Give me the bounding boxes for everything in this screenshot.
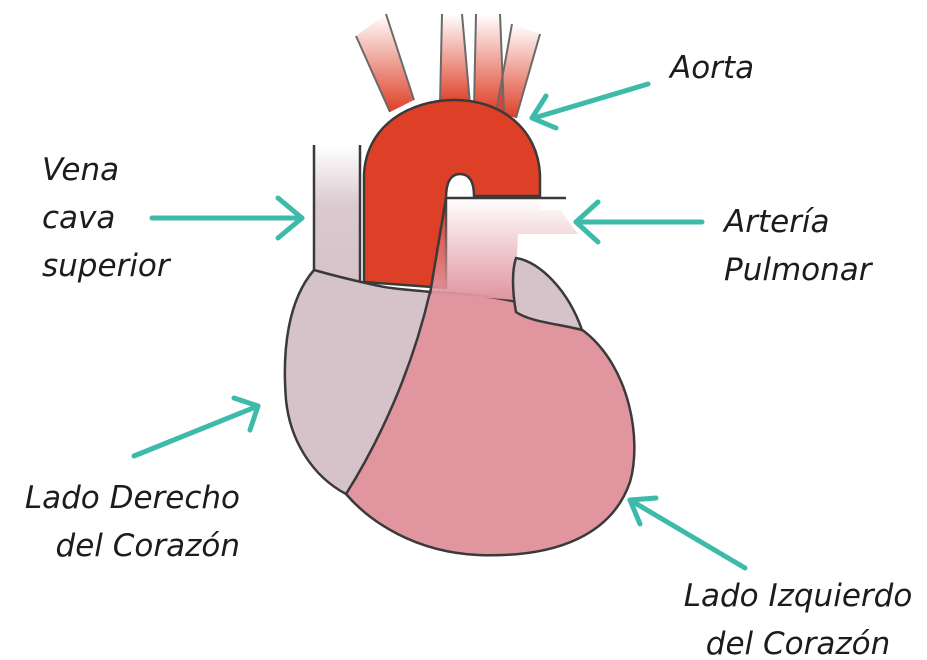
label-vena-cava: Vena cava superior	[42, 146, 170, 290]
vena-cava-shape	[314, 145, 360, 282]
label-pulmonary-artery-line2: Pulmonar	[724, 246, 872, 294]
label-right-side: Lado Derecho del Corazón	[4, 474, 240, 570]
label-left-side: Lado Izquierdo del Corazón	[672, 572, 924, 660]
label-left-side-line2: del Corazón	[672, 620, 924, 660]
arrow-aorta	[532, 84, 648, 128]
label-left-side-line1: Lado Izquierdo	[672, 572, 924, 620]
arrow-vena-cava	[152, 198, 302, 238]
label-vena-cava-line2: cava	[42, 194, 170, 242]
label-right-side-line2: del Corazón	[4, 522, 240, 570]
label-vena-cava-line3: superior	[42, 242, 170, 290]
label-pulmonary-artery-line1: Artería	[724, 198, 872, 246]
label-aorta-line1: Aorta	[670, 44, 754, 92]
label-aorta: Aorta	[670, 44, 754, 92]
arrow-right-side	[134, 398, 258, 456]
arrow-pulmonary	[576, 202, 702, 242]
label-pulmonary-artery: Artería Pulmonar	[724, 198, 872, 294]
label-right-side-line1: Lado Derecho	[4, 474, 240, 522]
label-vena-cava-line1: Vena	[42, 146, 170, 194]
arrow-left-side	[630, 498, 745, 568]
